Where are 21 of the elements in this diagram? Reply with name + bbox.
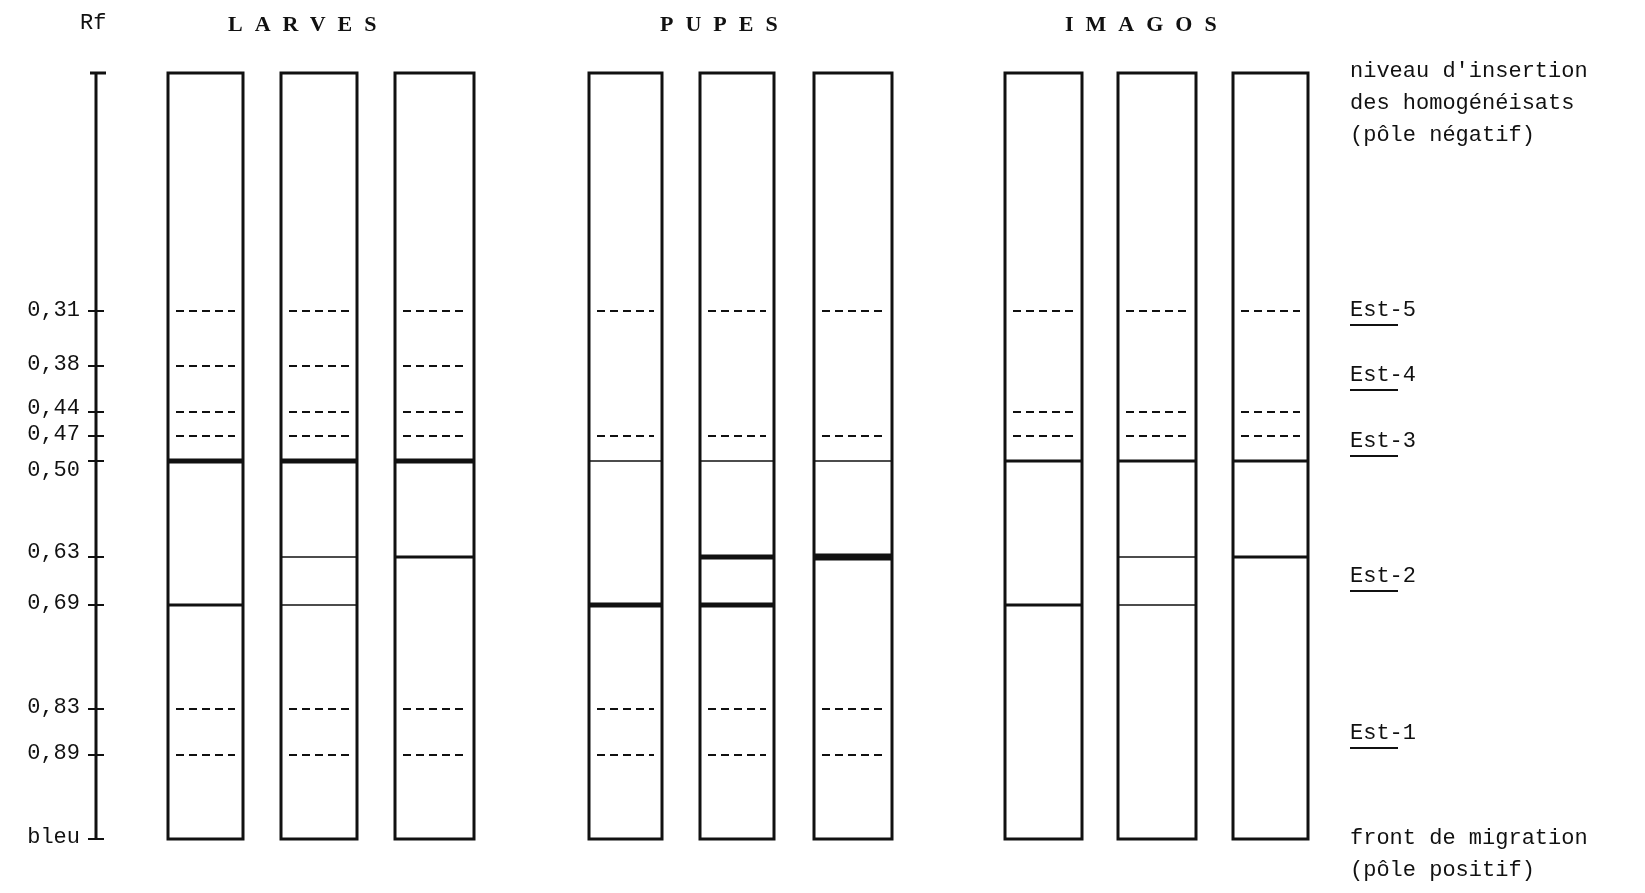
band-label: Est-5 (1350, 297, 1416, 325)
axis-value: bleu (27, 824, 80, 852)
axis-value: 0,89 (27, 740, 80, 768)
band-label: Est-2 (1350, 563, 1416, 591)
axis-value: 0,31 (27, 297, 80, 325)
column-heading: PUPES (660, 10, 790, 38)
axis-value: 0,47 (27, 421, 80, 449)
note-text: front de migration (pôle positif) (1350, 825, 1589, 885)
axis-value: 0,50 (27, 457, 80, 485)
band-label: Est-4 (1350, 362, 1416, 390)
axis-value: 0,63 (27, 539, 80, 567)
column-heading: IMAGOS (1065, 10, 1229, 38)
band-label: Est-3 (1350, 428, 1416, 456)
axis-value: 0,69 (27, 590, 80, 618)
axis-value: 0,38 (27, 351, 80, 379)
column-heading: LARVES (228, 10, 389, 38)
axis-title: Rf (80, 10, 107, 38)
band-label: Est-1 (1350, 720, 1416, 748)
axis-value: 0,83 (27, 694, 80, 722)
note-text: niveau d'insertion des homogénéisats (pôle négatif) (1350, 58, 1589, 150)
axis-value: 0,44 (27, 395, 80, 423)
